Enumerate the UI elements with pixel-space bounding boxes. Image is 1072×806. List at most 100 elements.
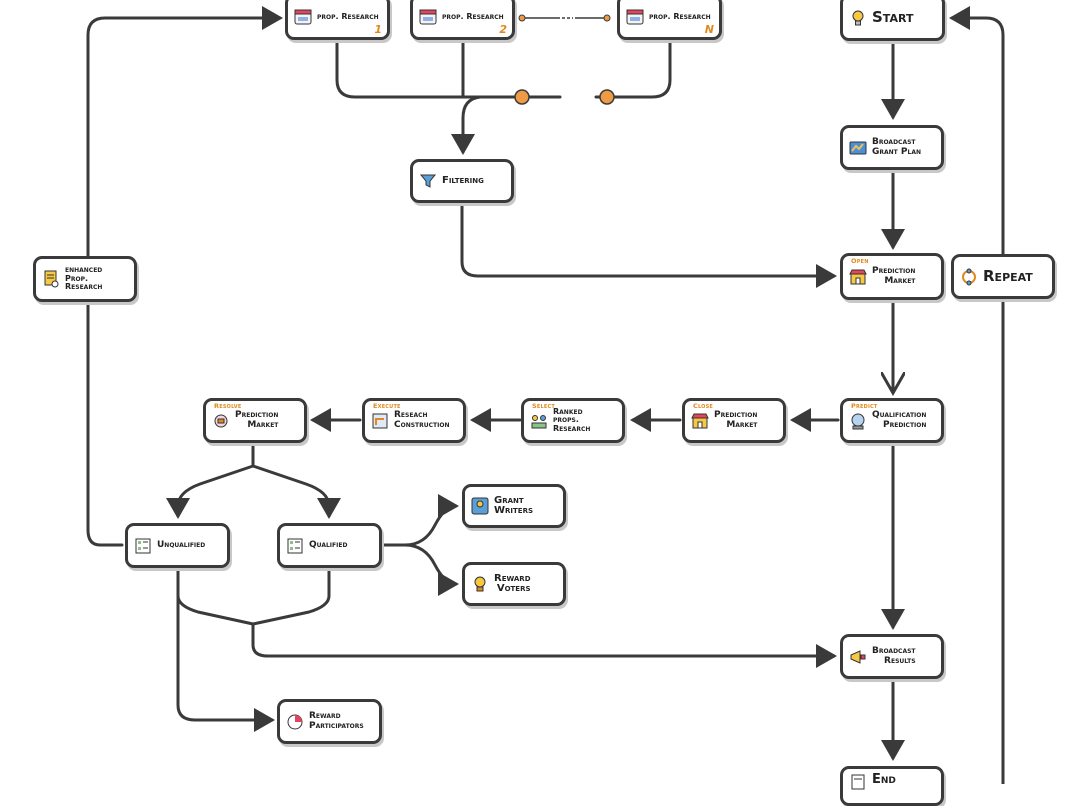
node-ranked-props-research[interactable]: Select Ranked props. Research [521, 398, 625, 443]
edge-merge-filtering [451, 95, 482, 155]
browser-window-icon [419, 8, 437, 26]
node-end[interactable]: End [840, 766, 944, 806]
node-prop-research-2[interactable]: prop. Research 2 [410, 0, 515, 40]
node-text: Reward Voters [494, 573, 531, 595]
edge-enhanced-prop1 [86, 6, 283, 258]
lightbulb-icon [849, 9, 867, 27]
connector-dot [603, 14, 611, 22]
map-icon [849, 139, 867, 157]
node-text: Prediction Market [235, 410, 279, 430]
node-number: N [704, 23, 714, 36]
edge-unqualified-reward [176, 594, 275, 732]
edge-prop1-merge [335, 38, 472, 99]
node-tag: Predict [851, 402, 878, 410]
node-label: End [872, 772, 896, 787]
gavel-icon [212, 412, 230, 430]
node-qualified[interactable]: Qualified [277, 523, 382, 568]
node-text: Ranked props. Research [553, 407, 616, 433]
node-number: 2 [499, 23, 507, 36]
node-label: prop. Research [442, 11, 504, 21]
people-ranking-icon [530, 412, 548, 430]
node-label-line2: Grant Plan [872, 146, 921, 157]
node-label-line2: Market [726, 419, 758, 430]
node-close-prediction-market[interactable]: Close Prediction Market [682, 398, 786, 443]
node-label: Unqualified [157, 539, 206, 550]
edge-repeat-loop [949, 6, 1005, 784]
edge-merge-results [251, 622, 837, 668]
node-reward-participators[interactable]: Reward Participators [277, 699, 382, 744]
edge-split-qualified [251, 464, 341, 519]
node-resolve-prediction-market[interactable]: Resolve Prediction Market [203, 398, 307, 443]
blueprint-icon [371, 412, 389, 430]
node-qualification-prediction[interactable]: Predict Qualification Prediction [840, 398, 944, 443]
node-label-line1: Broadcast [872, 137, 916, 148]
node-label-line1: Prediction [872, 266, 916, 277]
node-label-line2: Results [884, 655, 916, 666]
node-text: enhanced Prop. Research [65, 266, 128, 291]
edge-filtering-market [460, 201, 837, 288]
node-label-line1: Prediction [714, 410, 758, 421]
node-label-line2: Market [247, 419, 279, 430]
flow-connectors [86, 6, 1005, 784]
node-unqualified[interactable]: Unqualified [125, 523, 230, 568]
node-label-line1: Grant [494, 494, 524, 506]
edge-split-unqualified [166, 464, 255, 519]
flag-icon [849, 773, 867, 791]
node-open-prediction-market[interactable]: Open Prediction Market [840, 253, 944, 300]
connector-dot [518, 14, 526, 22]
node-label-line2: props. Research [553, 415, 591, 433]
node-label-line2: Participators [309, 720, 364, 731]
node-label-line1: Prediction [235, 410, 279, 421]
node-label-line1: enhanced [65, 265, 103, 275]
node-text: Prediction Market [872, 266, 916, 286]
node-label-line1: Broadcast [872, 646, 916, 657]
node-research-construction[interactable]: Execute Reseach Construction [362, 398, 466, 443]
node-text: Reseach Construction [394, 410, 449, 430]
node-label-line2: Voters [496, 583, 531, 594]
node-label-line1: Reward [309, 711, 341, 722]
node-tag: Open [851, 257, 869, 265]
node-text: Broadcast Results [872, 646, 916, 666]
node-label-line1: Qualification [872, 410, 927, 421]
node-label-line2: Market [884, 275, 916, 286]
storefront-icon [691, 412, 709, 430]
repeat-cycle-icon [960, 268, 978, 286]
node-broadcast-results[interactable]: Broadcast Results [840, 634, 944, 679]
node-tag: Select [532, 402, 555, 410]
node-label-line2: Writers [494, 505, 534, 516]
node-filtering[interactable]: Filtering [410, 159, 514, 203]
browser-window-icon [626, 8, 644, 26]
browser-window-icon [294, 8, 312, 26]
node-label: prop. Research [317, 11, 379, 21]
checklist-icon [134, 537, 152, 555]
edge-qualified-merge [251, 566, 331, 626]
megaphone-icon [849, 648, 867, 666]
node-text: Qualification Prediction [872, 410, 927, 430]
crystal-ball-icon [849, 412, 867, 430]
node-repeat[interactable]: Repeat [951, 254, 1055, 299]
edge-unqualified-merge [176, 566, 255, 626]
node-start[interactable]: Start [840, 0, 945, 41]
node-number: 1 [374, 23, 382, 36]
node-prop-research-n[interactable]: prop. Research N [617, 0, 722, 40]
node-label: Qualified [309, 539, 348, 550]
node-label: Repeat [983, 266, 1033, 285]
node-grant-writers[interactable]: Grant Writers [462, 484, 566, 528]
pen-icon [471, 497, 489, 515]
node-tag: Resolve [214, 402, 242, 410]
node-label-line2: Prop. Research [65, 273, 103, 292]
node-enhanced-prop-research[interactable]: enhanced Prop. Research [33, 256, 137, 302]
checklist-icon [286, 537, 304, 555]
storefront-icon [849, 268, 867, 286]
node-prop-research-1[interactable]: prop. Research 1 [285, 0, 390, 40]
document-stack-icon [42, 270, 60, 288]
edge-split-voters [403, 543, 459, 596]
node-text: Prediction Market [714, 410, 758, 430]
node-tag: Close [693, 402, 714, 410]
filter-icon [419, 172, 437, 190]
node-reward-voters[interactable]: Reward Voters [462, 562, 566, 606]
edge-propN-merge [608, 38, 672, 99]
node-text: Grant Writers [494, 494, 534, 517]
node-broadcast-grant-plan[interactable]: Broadcast Grant Plan [840, 125, 944, 170]
node-label-line2: Prediction [883, 419, 927, 430]
